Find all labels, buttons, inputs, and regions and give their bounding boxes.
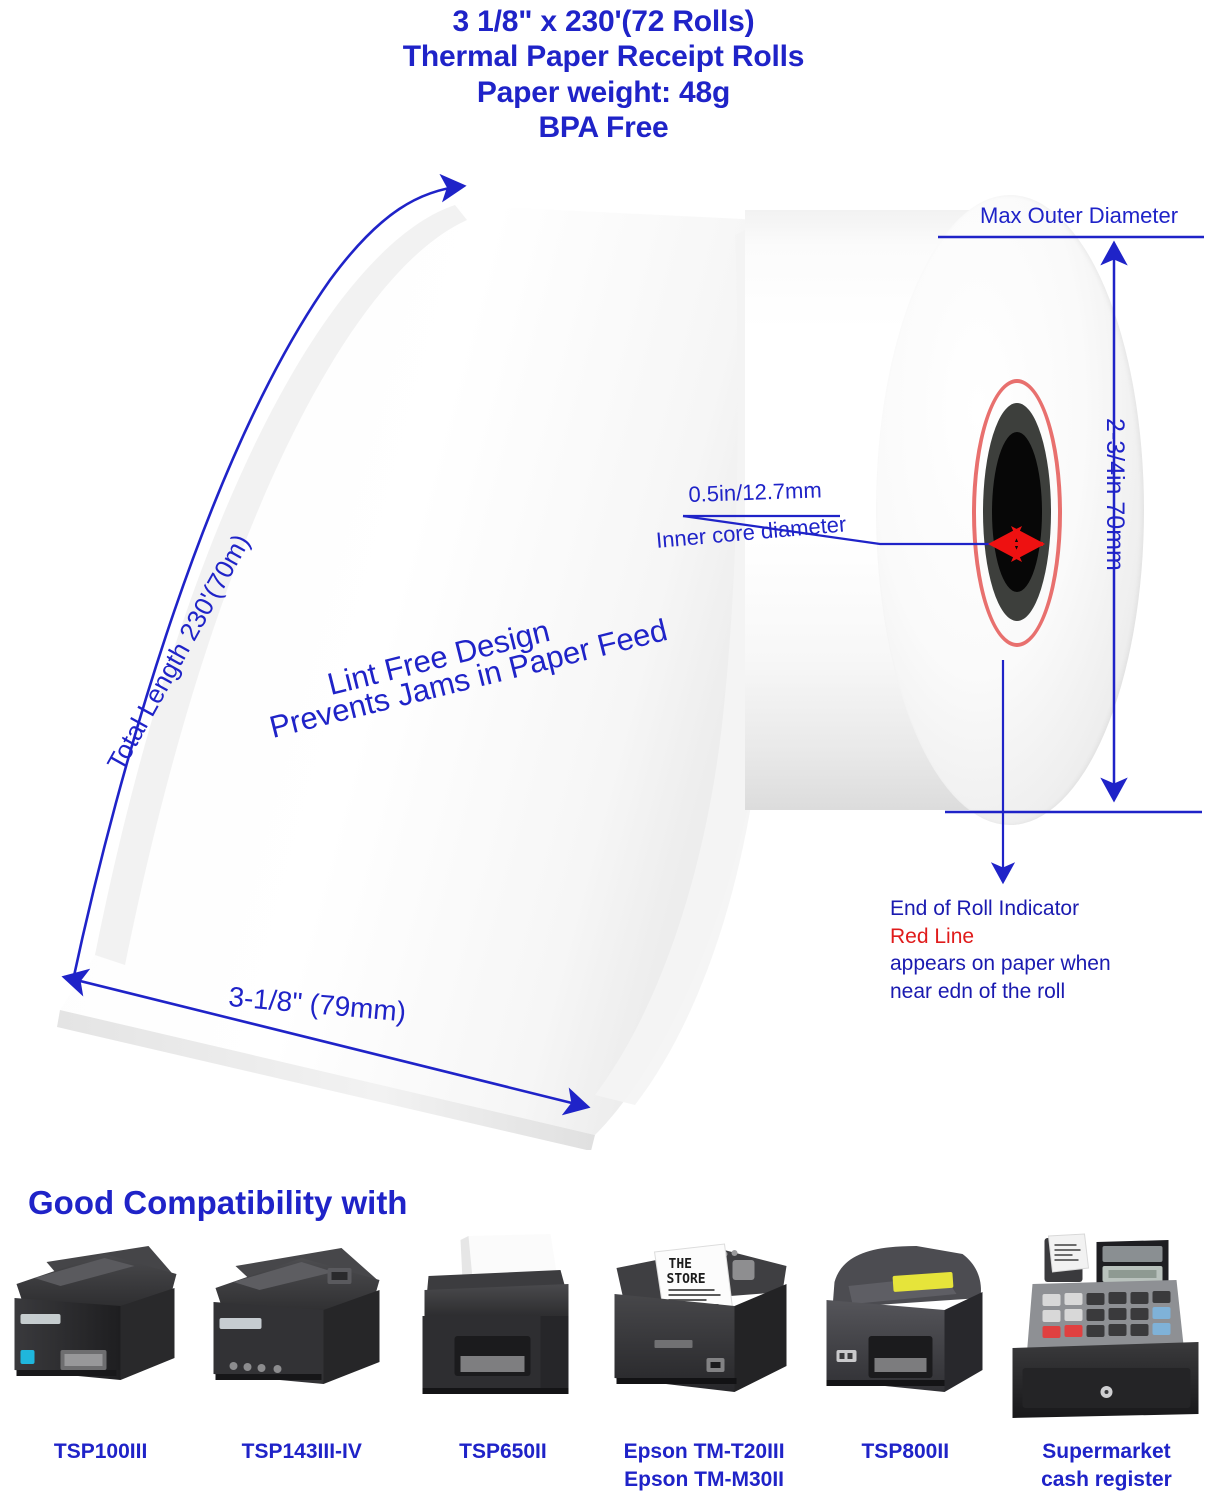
printer-icon-epson-tm: THE STORE: [614, 1243, 787, 1392]
total-length-arrow: [70, 173, 467, 986]
printer-icon-tsp800ii: [826, 1246, 983, 1392]
printer-label-epson-tm: Epson TM-T20III Epson TM-M30II: [604, 1438, 805, 1493]
end-of-roll-indicator-note: End of Roll Indicator Red Line appears o…: [890, 895, 1111, 1006]
printer-label-line1: Supermarket: [1042, 1440, 1171, 1463]
roll-core-hole: [992, 432, 1042, 592]
printer-cell-cash-register: [1006, 1232, 1207, 1432]
printer-label-line1: TSP100III: [53, 1440, 148, 1463]
printer-cell-epson-tm: THE STORE: [604, 1232, 805, 1432]
compatibility-title: Good Compatibility with: [28, 1184, 408, 1221]
printer-label-line2: cash register: [1041, 1467, 1172, 1491]
printer-icon-tsp650ii: [422, 1234, 569, 1394]
receipt-text-line-1: THE: [669, 1257, 692, 1272]
printer-cell-tsp100iii: [0, 1232, 201, 1432]
inner-core-leader: [682, 514, 1033, 546]
cash-register-icon: [1012, 1233, 1199, 1418]
headline-line-3: Paper weight: 48g: [476, 75, 731, 109]
printer-icon-tsp143iii-iv: [213, 1248, 380, 1384]
receipt-text-line-2: STORE: [667, 1272, 706, 1287]
printer-label-line2: Epson TM-M30II: [624, 1467, 785, 1491]
printer-label-cash-register: Supermarket cash register: [1006, 1438, 1207, 1493]
printer-label-tsp800ii: TSP800II: [805, 1438, 1006, 1493]
printer-label-line1: Epson TM-T20III: [623, 1440, 785, 1463]
printer-icon-tsp100iii: [14, 1246, 177, 1380]
max-outer-diameter-label: Max Outer Diameter: [980, 203, 1179, 228]
printer-label-tsp100iii: TSP100III: [0, 1438, 201, 1493]
printer-label-tsp143iii-iv: TSP143III-IV: [201, 1438, 402, 1493]
headline-line-4: BPA Free: [538, 111, 669, 145]
register-keys: [1042, 1291, 1171, 1338]
printer-label-line1: TSP143III-IV: [241, 1440, 362, 1463]
end-of-roll-line-2-red: Red Line: [890, 924, 975, 948]
end-of-roll-red-ring: [972, 379, 1062, 647]
end-of-roll-line-3: appears on paper when: [890, 952, 1111, 976]
headline-line-1: 3 1/8" x 230'(72 Rolls): [452, 5, 755, 38]
printer-label-line1: TSP800II: [861, 1440, 950, 1463]
printer-cell-tsp800ii: [805, 1232, 1006, 1432]
end-of-roll-line-4: near edn of the roll: [890, 980, 1066, 1004]
outer-diameter-value-label: 2-3/4in 70mm: [1101, 418, 1129, 571]
printer-cell-tsp143iii-iv: [201, 1232, 402, 1432]
printer-label-line1: TSP650II: [459, 1440, 547, 1463]
end-of-roll-line-1: End of Roll Indicator: [890, 897, 1080, 920]
printer-labels-row: TSP100III TSP143III-IV TSP650II Epson TM…: [0, 1438, 1207, 1493]
headline-line-2: Thermal Paper Receipt Rolls: [402, 40, 805, 74]
paper-width-dimension-arrow: [61, 968, 591, 1116]
compatible-printers-row: THE STORE: [0, 1232, 1207, 1432]
printer-cell-tsp650ii: [402, 1232, 603, 1432]
printer-label-tsp650ii: TSP650II: [402, 1438, 603, 1493]
inner-core-value-label: 0.5in/12.7mm: [688, 477, 823, 507]
product-headline: 3 1/8" x 230'(72 Rolls) Thermal Paper Re…: [0, 4, 1207, 146]
